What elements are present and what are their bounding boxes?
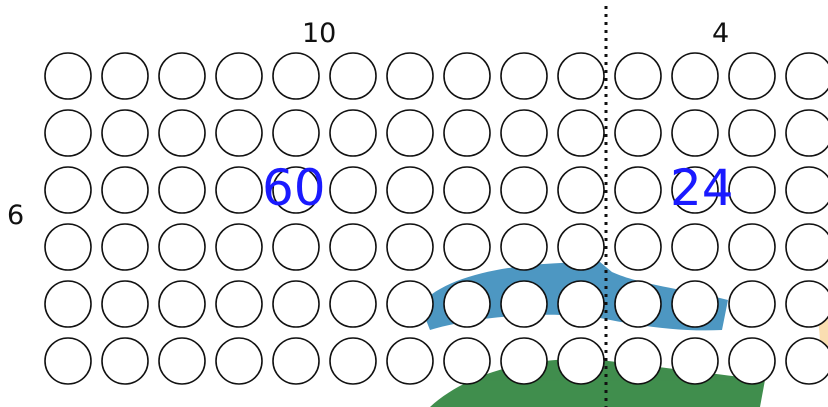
left-array-circle [159, 53, 205, 99]
left-array-circle [501, 281, 547, 327]
left-array-circle [102, 224, 148, 270]
right-array-circle [615, 53, 661, 99]
left-array-circle [273, 338, 319, 384]
right-array-circle [615, 224, 661, 270]
left-array-circle [387, 281, 433, 327]
left-array-circle [159, 224, 205, 270]
right-array-circle [672, 281, 718, 327]
left-array-circle [558, 224, 604, 270]
right-array-circle [729, 110, 775, 156]
left-array-circle [216, 281, 262, 327]
right-product-label: 24 [670, 159, 734, 217]
left-array-circle [45, 281, 91, 327]
right-array-circle [672, 224, 718, 270]
right-array-circle [786, 224, 828, 270]
right-array-circle [729, 224, 775, 270]
left-array-circle [330, 224, 376, 270]
left-array-circle [330, 338, 376, 384]
left-array-circle [159, 110, 205, 156]
left-array-circle [273, 53, 319, 99]
left-array-circle [159, 167, 205, 213]
left-array-circle [273, 281, 319, 327]
right-array-circle [786, 281, 828, 327]
left-array-circle [216, 167, 262, 213]
left-array-circle [45, 110, 91, 156]
left-array-circle [558, 53, 604, 99]
left-array-circle [387, 338, 433, 384]
left-array-circle [45, 338, 91, 384]
left-array-circle [387, 53, 433, 99]
right-array-circle [786, 167, 828, 213]
left-array-circle [330, 110, 376, 156]
left-array-circle [45, 167, 91, 213]
left-array-circle [216, 338, 262, 384]
left-array-circle [45, 53, 91, 99]
right-array-circle [615, 338, 661, 384]
right-array-circle [729, 167, 775, 213]
left-array-circle [444, 224, 490, 270]
watermark-logo [420, 262, 828, 407]
left-array-circle [216, 110, 262, 156]
left-width-label: 10 [302, 18, 336, 49]
left-array-circle [330, 53, 376, 99]
left-array-circle [102, 53, 148, 99]
height-label: 6 [7, 200, 24, 231]
left-array-circle [558, 281, 604, 327]
left-array-circle [159, 281, 205, 327]
right-array-circle [615, 110, 661, 156]
right-array-circle [786, 53, 828, 99]
right-array-circle [786, 338, 828, 384]
left-array-circle [387, 110, 433, 156]
left-array-circle [444, 281, 490, 327]
right-array-circle [672, 338, 718, 384]
left-array-circle [558, 167, 604, 213]
right-array-circle [729, 281, 775, 327]
right-array-circle [729, 338, 775, 384]
left-array-circle [273, 110, 319, 156]
left-array-circle [216, 224, 262, 270]
left-array-circle [102, 338, 148, 384]
right-array-circle [672, 110, 718, 156]
right-width-label: 4 [712, 18, 729, 49]
left-array-circle [501, 224, 547, 270]
left-array-circle [216, 53, 262, 99]
left-array-circle [330, 281, 376, 327]
left-array-circle [330, 167, 376, 213]
left-array-circle [558, 110, 604, 156]
right-array-circle [786, 110, 828, 156]
right-array-circle [615, 167, 661, 213]
left-array-circle [102, 167, 148, 213]
circle-array [45, 53, 828, 384]
right-array-circle [729, 53, 775, 99]
left-array-circle [558, 338, 604, 384]
left-array-circle [444, 167, 490, 213]
left-array-circle [102, 281, 148, 327]
right-array-circle [672, 53, 718, 99]
left-array-circle [444, 53, 490, 99]
left-array-circle [387, 224, 433, 270]
left-array-circle [273, 224, 319, 270]
left-array-circle [501, 53, 547, 99]
left-array-circle [501, 167, 547, 213]
right-array-circle [615, 281, 661, 327]
left-array-circle [501, 338, 547, 384]
left-array-circle [387, 167, 433, 213]
left-array-circle [444, 338, 490, 384]
left-array-circle [444, 110, 490, 156]
left-array-circle [501, 110, 547, 156]
left-product-label: 60 [262, 159, 326, 217]
left-array-circle [159, 338, 205, 384]
left-array-circle [102, 110, 148, 156]
left-array-circle [45, 224, 91, 270]
